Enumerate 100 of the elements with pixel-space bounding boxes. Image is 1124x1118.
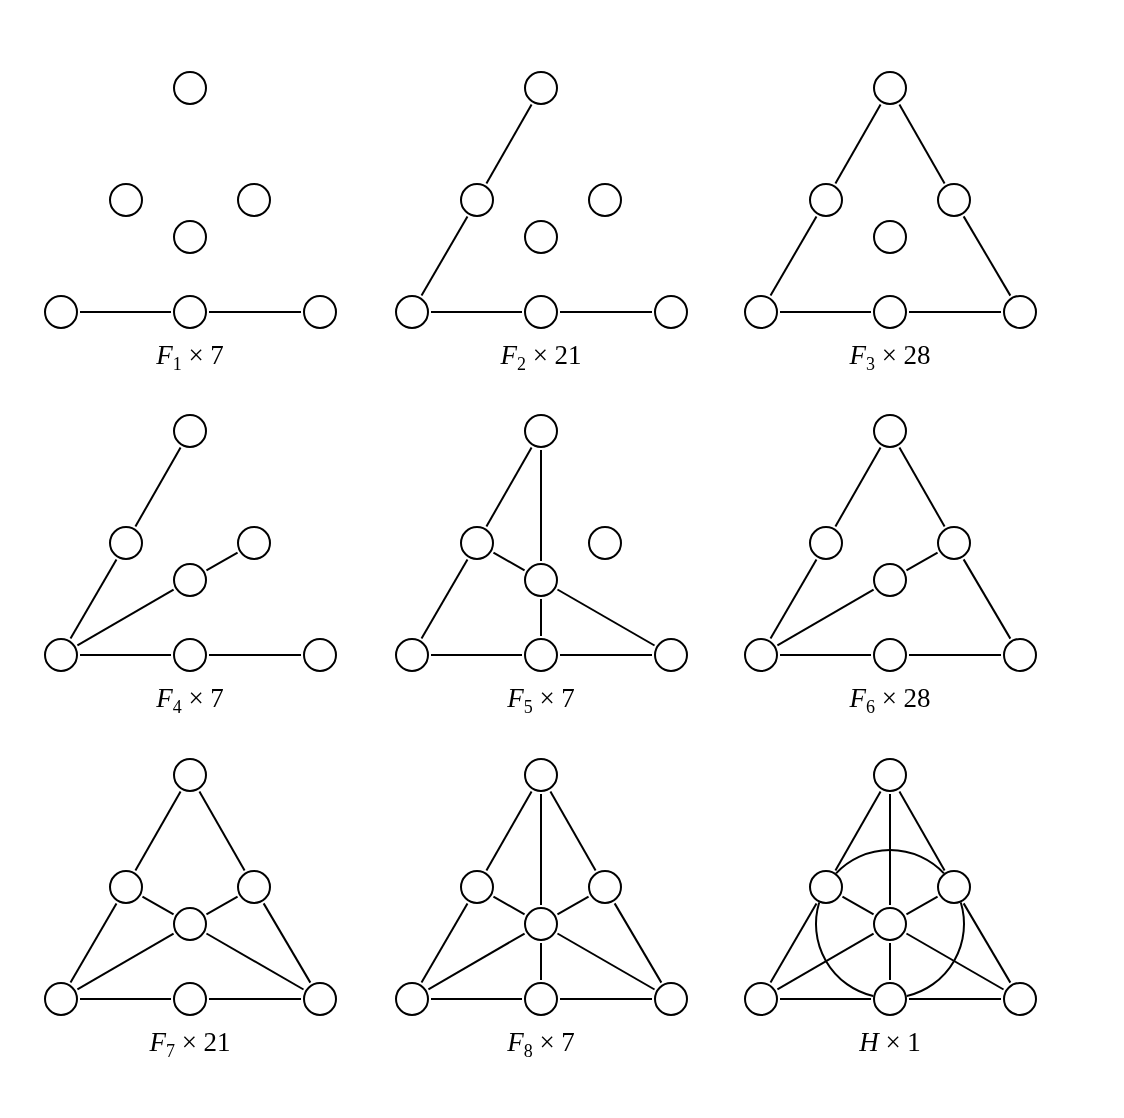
point-circle bbox=[44, 982, 78, 1016]
point-circle bbox=[1003, 982, 1037, 1016]
line-segment bbox=[134, 446, 182, 528]
circle-arc-line bbox=[905, 901, 965, 998]
point-circle bbox=[395, 295, 429, 329]
figure-caption: F$_{4}$ × 7 bbox=[156, 683, 224, 719]
line-segment bbox=[141, 895, 175, 916]
line-segment bbox=[556, 932, 656, 991]
line-segment bbox=[898, 446, 946, 528]
line-segment bbox=[908, 654, 1002, 656]
figure-caption: F$_{1}$ × 7 bbox=[156, 340, 224, 376]
line-segment bbox=[834, 446, 882, 528]
line-segment bbox=[559, 311, 653, 313]
line-segment bbox=[79, 654, 172, 656]
point-circle bbox=[1003, 295, 1037, 329]
figure-caption: F$_{6}$ × 28 bbox=[849, 683, 931, 719]
point-circle bbox=[1003, 638, 1037, 672]
point-circle bbox=[524, 758, 558, 792]
point-circle bbox=[524, 414, 558, 448]
line-segment bbox=[776, 588, 875, 647]
line-segment bbox=[898, 103, 946, 185]
line-segment bbox=[485, 446, 533, 528]
line-segment bbox=[420, 902, 469, 984]
figure-caption: H × 1 bbox=[859, 1027, 921, 1058]
line-segment bbox=[841, 895, 875, 916]
point-circle bbox=[809, 526, 843, 560]
point-circle bbox=[395, 982, 429, 1016]
line-segment bbox=[905, 895, 939, 916]
point-circle bbox=[937, 183, 971, 217]
figure-caption: F$_{7}$ × 21 bbox=[149, 1027, 231, 1063]
line-segment bbox=[962, 215, 1012, 297]
line-segment bbox=[540, 793, 542, 906]
line-segment bbox=[205, 551, 239, 572]
point-circle bbox=[588, 870, 622, 904]
point-circle bbox=[173, 638, 207, 672]
line-segment bbox=[540, 942, 542, 981]
point-circle bbox=[173, 295, 207, 329]
line-segment bbox=[485, 103, 533, 185]
point-circle bbox=[173, 563, 207, 597]
point-circle bbox=[460, 526, 494, 560]
line-segment bbox=[559, 998, 653, 1000]
line-segment bbox=[898, 790, 946, 872]
point-circle bbox=[524, 638, 558, 672]
figure-caption: F$_{2}$ × 21 bbox=[500, 340, 582, 376]
point-circle bbox=[173, 982, 207, 1016]
line-segment bbox=[556, 895, 590, 916]
line-segment bbox=[492, 895, 526, 916]
line-segment bbox=[540, 598, 542, 637]
point-circle bbox=[873, 295, 907, 329]
point-circle bbox=[654, 982, 688, 1016]
point-circle bbox=[588, 526, 622, 560]
line-segment bbox=[779, 654, 872, 656]
point-circle bbox=[744, 982, 778, 1016]
point-circle bbox=[873, 982, 907, 1016]
point-circle bbox=[173, 220, 207, 254]
point-circle bbox=[873, 907, 907, 941]
line-segment bbox=[905, 932, 1005, 991]
line-segment bbox=[198, 790, 246, 872]
line-segment bbox=[962, 902, 1012, 984]
figure-caption: F$_{5}$ × 7 bbox=[507, 683, 575, 719]
point-circle bbox=[44, 638, 78, 672]
line-segment bbox=[69, 902, 118, 984]
line-segment bbox=[420, 215, 469, 297]
point-circle bbox=[937, 870, 971, 904]
line-segment bbox=[889, 793, 891, 906]
line-segment bbox=[889, 942, 891, 981]
point-circle bbox=[173, 71, 207, 105]
point-circle bbox=[237, 183, 271, 217]
line-segment bbox=[69, 558, 118, 640]
point-circle bbox=[524, 982, 558, 1016]
point-circle bbox=[524, 295, 558, 329]
point-circle bbox=[173, 907, 207, 941]
point-circle bbox=[873, 758, 907, 792]
point-circle bbox=[237, 526, 271, 560]
point-circle bbox=[873, 638, 907, 672]
line-segment bbox=[205, 932, 305, 991]
line-segment bbox=[134, 790, 182, 872]
line-segment bbox=[613, 902, 663, 984]
point-circle bbox=[809, 870, 843, 904]
point-circle bbox=[524, 220, 558, 254]
line-segment bbox=[908, 998, 1002, 1000]
line-segment bbox=[208, 998, 302, 1000]
line-segment bbox=[76, 932, 175, 991]
line-segment bbox=[549, 790, 597, 872]
point-circle bbox=[44, 295, 78, 329]
line-segment bbox=[76, 588, 175, 647]
point-circle bbox=[937, 526, 971, 560]
point-circle bbox=[303, 295, 337, 329]
point-circle bbox=[395, 638, 429, 672]
point-circle bbox=[873, 71, 907, 105]
point-circle bbox=[524, 71, 558, 105]
line-segment bbox=[776, 932, 875, 991]
figure-caption: F$_{8}$ × 7 bbox=[507, 1027, 575, 1063]
line-segment bbox=[420, 558, 469, 640]
line-segment bbox=[430, 654, 523, 656]
point-circle bbox=[460, 870, 494, 904]
point-circle bbox=[524, 907, 558, 941]
line-segment bbox=[79, 311, 172, 313]
circle-arc-line bbox=[835, 849, 945, 875]
point-circle bbox=[654, 638, 688, 672]
